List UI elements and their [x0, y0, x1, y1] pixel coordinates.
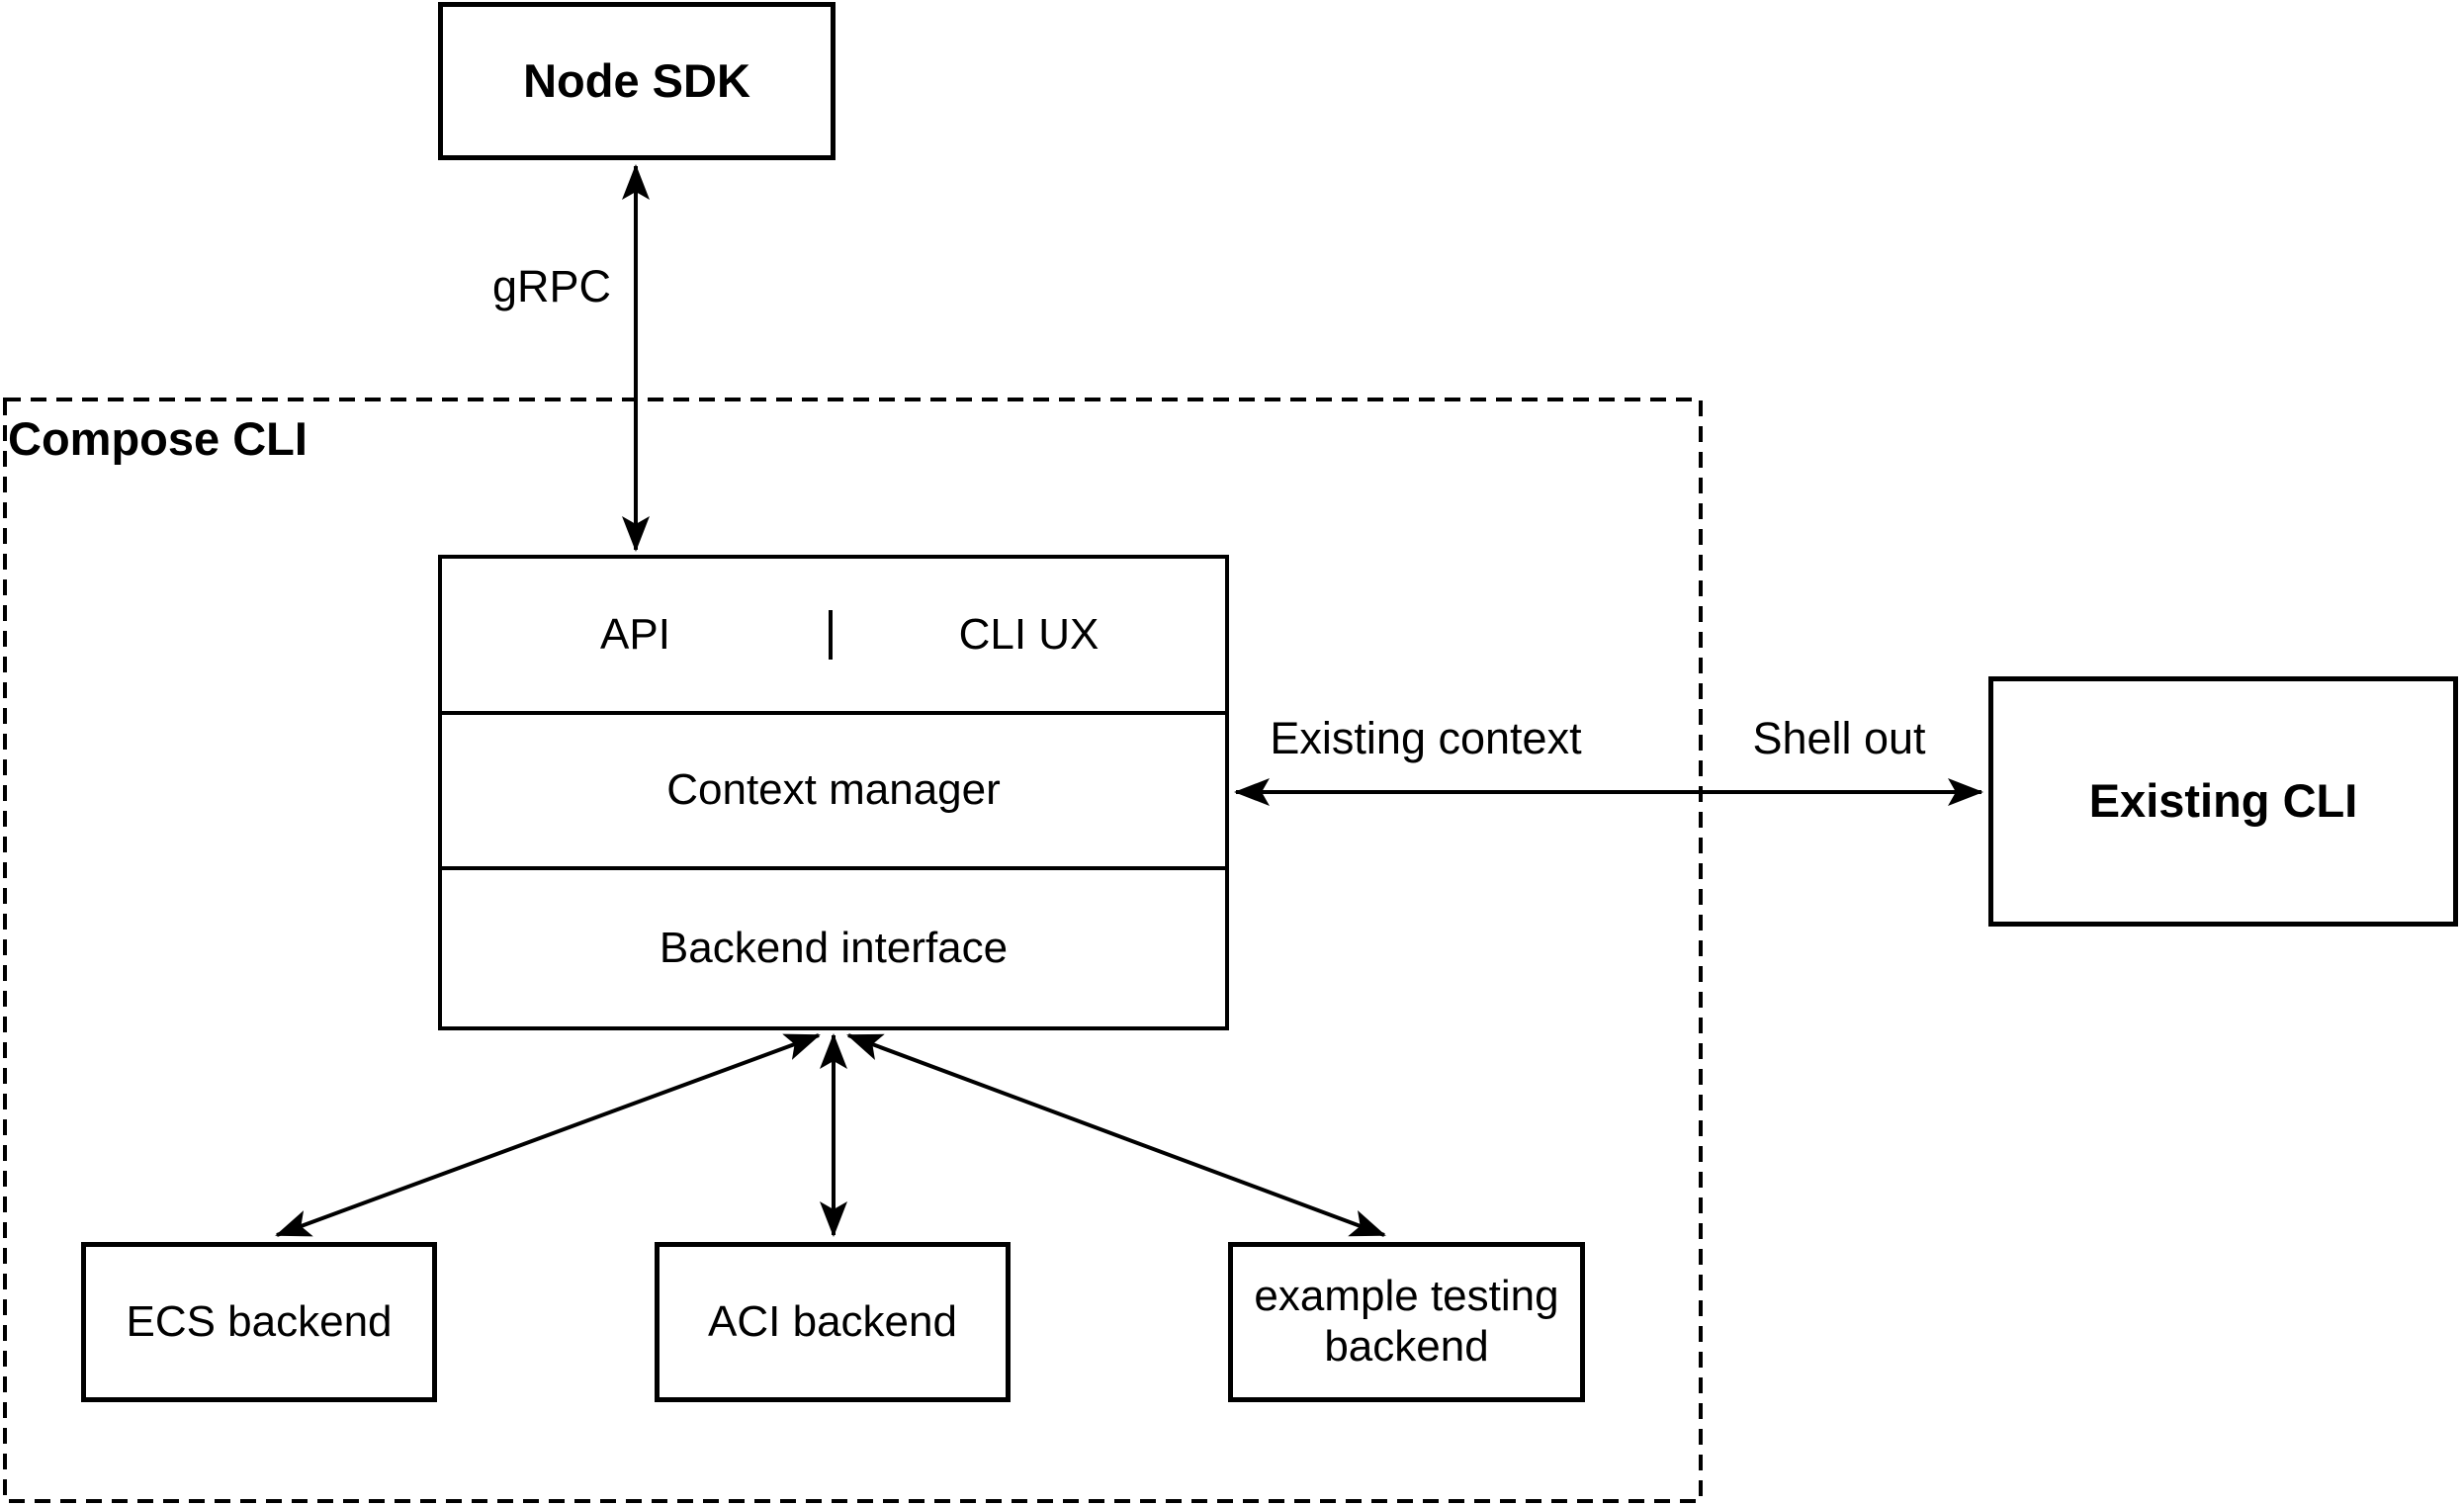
backend-interface-label: Backend interface — [659, 924, 1009, 973]
compose-cli-container-border — [3, 398, 1703, 1503]
ecs-backend-box: ECS backend — [81, 1242, 437, 1402]
shell-out-edge-label: Shell out — [1752, 713, 1926, 763]
node-sdk-box: Node SDK — [438, 2, 836, 160]
example-testing-backend-label: example testing backend — [1254, 1272, 1559, 1371]
existing-cli-box: Existing CLI — [1988, 676, 2458, 927]
cli-ux-label: CLI UX — [958, 609, 1100, 659]
node-sdk-label: Node SDK — [523, 53, 750, 107]
backend-to-example-arrow — [846, 1033, 1386, 1237]
compose-cli-core-box: API CLI UX Context manager Backend inter… — [438, 555, 1229, 1030]
context-manager-box: Context manager — [442, 715, 1225, 871]
grpc-edge-label: gRPC — [491, 261, 612, 311]
aci-backend-box: ACI backend — [655, 1242, 1011, 1402]
backend-interface-box: Backend interface — [442, 870, 1225, 1026]
ecs-backend-label: ECS backend — [126, 1296, 393, 1346]
aci-backend-label: ACI backend — [708, 1296, 957, 1346]
api-box: API — [442, 609, 833, 660]
context-manager-label: Context manager — [666, 765, 1001, 815]
cli-ux-box: CLI UX — [833, 610, 1225, 660]
existing-context-edge-label: Existing context — [1270, 713, 1582, 763]
core-top-row: API CLI UX — [442, 559, 1225, 715]
backend-to-ecs-arrow — [275, 1033, 821, 1237]
existing-cli-label: Existing CLI — [2088, 774, 2358, 828]
api-label: API — [600, 609, 670, 659]
compose-cli-container-label: Compose CLI — [8, 412, 308, 465]
example-testing-backend-box: example testing backend — [1228, 1242, 1585, 1402]
